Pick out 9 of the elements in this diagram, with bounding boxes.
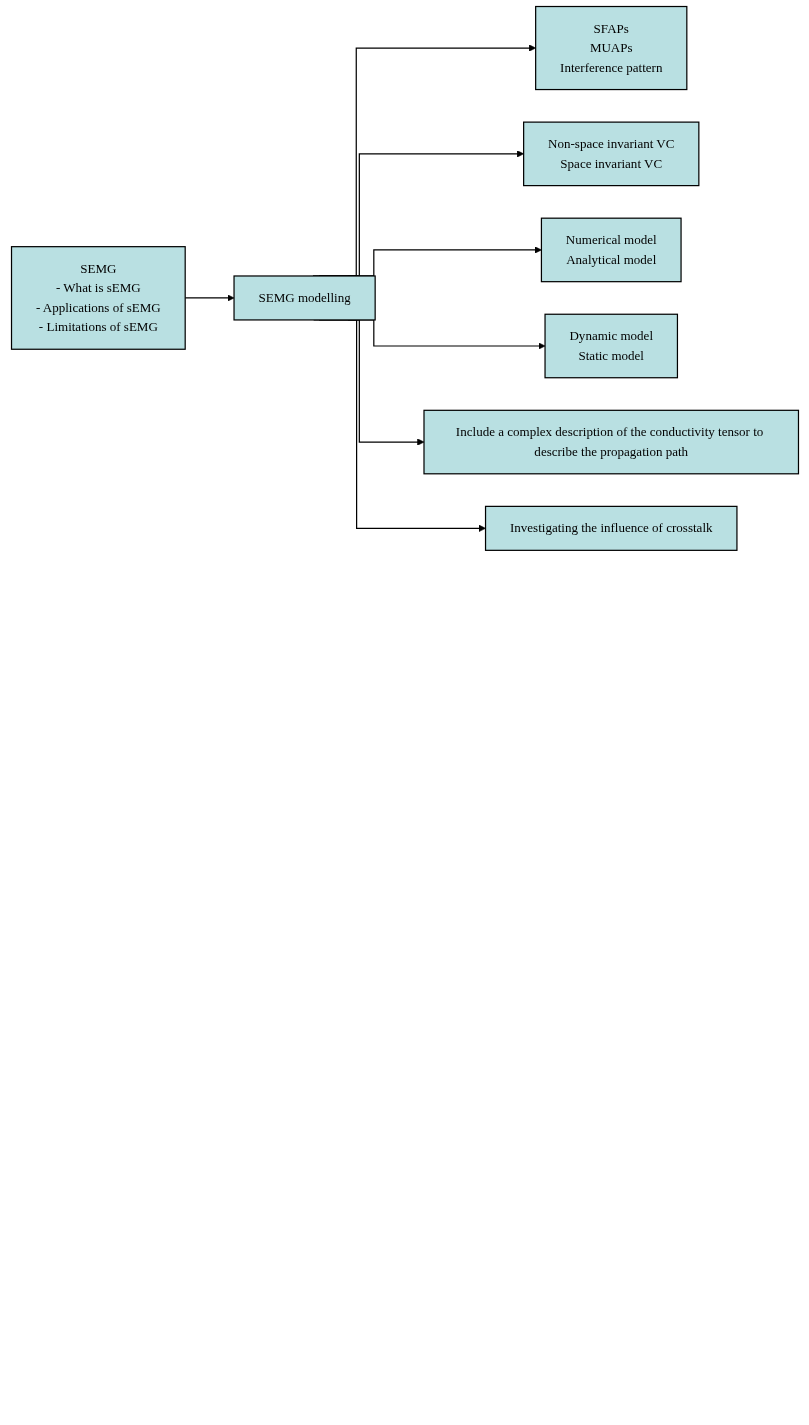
node-box: Non-space invariant VC Space invariant VC — [522, 121, 699, 187]
node-box: Investigating the influence of crosstalk — [484, 505, 738, 551]
node-box: SEMG - What is sEMG - Applications of sEMG - Limitations of sEMG — [10, 246, 186, 350]
node-box: SEMG modelling — [232, 275, 376, 321]
node-box: SFAPs MUAPs Interference pattern — [534, 5, 687, 91]
arrow — [184, 294, 234, 302]
node-box: Dynamic model Static model — [543, 313, 678, 379]
node-box: Include a complex description of the conductivity tensor to describe the propagation path — [422, 409, 799, 475]
node-box: Numerical model Analytical model — [540, 217, 682, 283]
